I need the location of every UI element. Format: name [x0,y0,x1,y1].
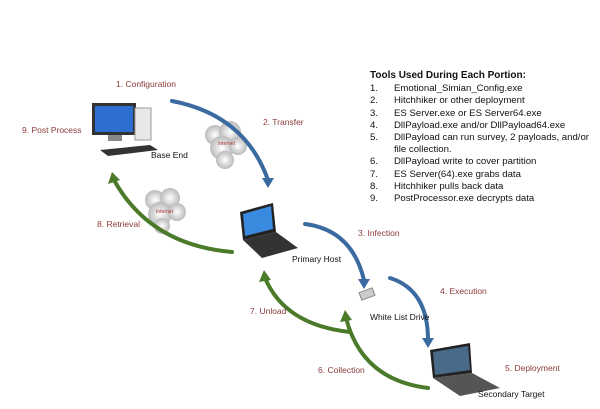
step-configuration: 1. Configuration [116,79,177,89]
tool-item: 9. PostProcessor.exe decrypts data [370,193,594,205]
tool-number: 5. [370,132,379,144]
step-execution: 4. Execution [440,286,487,296]
tool-text: Hitchhiker pulls back data [394,180,504,192]
tool-item: 3. ES Server.exe or ES Server64.exe [370,108,594,120]
tool-item: 1. Emotional_Simian_Config.exe [370,83,594,95]
cloud-label: Internet [156,209,173,215]
tools-list: Tools Used During Each Portion: 1. Emotio… [370,70,594,205]
tool-number: 8. [370,180,379,192]
tool-text: ES Server(64).exe grabs data [394,168,521,180]
tool-item: 8. Hitchhiker pulls back data [370,181,594,193]
internet-cloud-icon [205,121,247,169]
tool-number: 2. [370,95,379,107]
tool-number: 7. [370,168,379,180]
device-white-list-drive: White List Drive [370,312,430,322]
tool-item: 4. DllPayload.exe and/or DllPayload64.exe [370,120,594,132]
step-collection: 6. Collection [318,365,365,375]
step-unload: 7. Unload [250,306,287,316]
tool-number: 1. [370,83,379,95]
tool-item: 5. DllPayload can run survey, 2 payloads,… [370,132,594,156]
step-deployment: 5. Deployment [505,363,560,373]
tool-text: PostProcessor.exe decrypts data [394,193,535,205]
step-transfer: 2. Transfer [263,117,304,127]
step-retrieval: 8. Retrieval [97,219,140,229]
laptop-icon [240,203,298,258]
arrow-transfer [170,99,270,182]
cloud-label: Internet [218,141,235,147]
device-base-end: Base End [151,150,188,160]
tool-text: DllPayload can run survey, 2 payloads, a… [394,132,590,156]
device-secondary-target: Secondary Target [478,389,545,399]
tools-title: Tools Used During Each Portion: [370,70,526,81]
arrow-execution [388,276,430,342]
usb-drive-icon [358,287,376,301]
tool-item: 6. DllPayload write to cover partition [370,156,594,168]
tool-text: ES Server.exe or ES Server64.exe [394,107,542,119]
arrow-retrieval [112,178,234,254]
step-infection: 3. Infection [358,228,400,238]
tool-item: 7. ES Server(64).exe grabs data [370,169,594,181]
tool-text: DllPayload.exe and/or DllPayload64.exe [394,119,566,131]
tool-item: 2. Hitchhiker or other deployment [370,95,594,107]
arrow-infection [303,222,366,282]
laptop-icon [430,343,500,396]
desktop-computer-icon [92,103,158,156]
tool-text: DllPayload write to cover partition [394,156,537,168]
tool-number: 4. [370,119,379,131]
tool-text: Hitchhiker or other deployment [394,95,525,107]
device-primary-host: Primary Host [292,254,342,264]
internet-cloud-icon [145,188,186,234]
arrow-unload [263,276,352,334]
tool-number: 6. [370,156,379,168]
arrow-collection [344,316,430,390]
tool-text: Emotional_Simian_Config.exe [394,83,523,95]
step-post-process: 9. Post Process [22,125,82,135]
tool-number: 9. [370,193,379,205]
tool-number: 3. [370,107,379,119]
